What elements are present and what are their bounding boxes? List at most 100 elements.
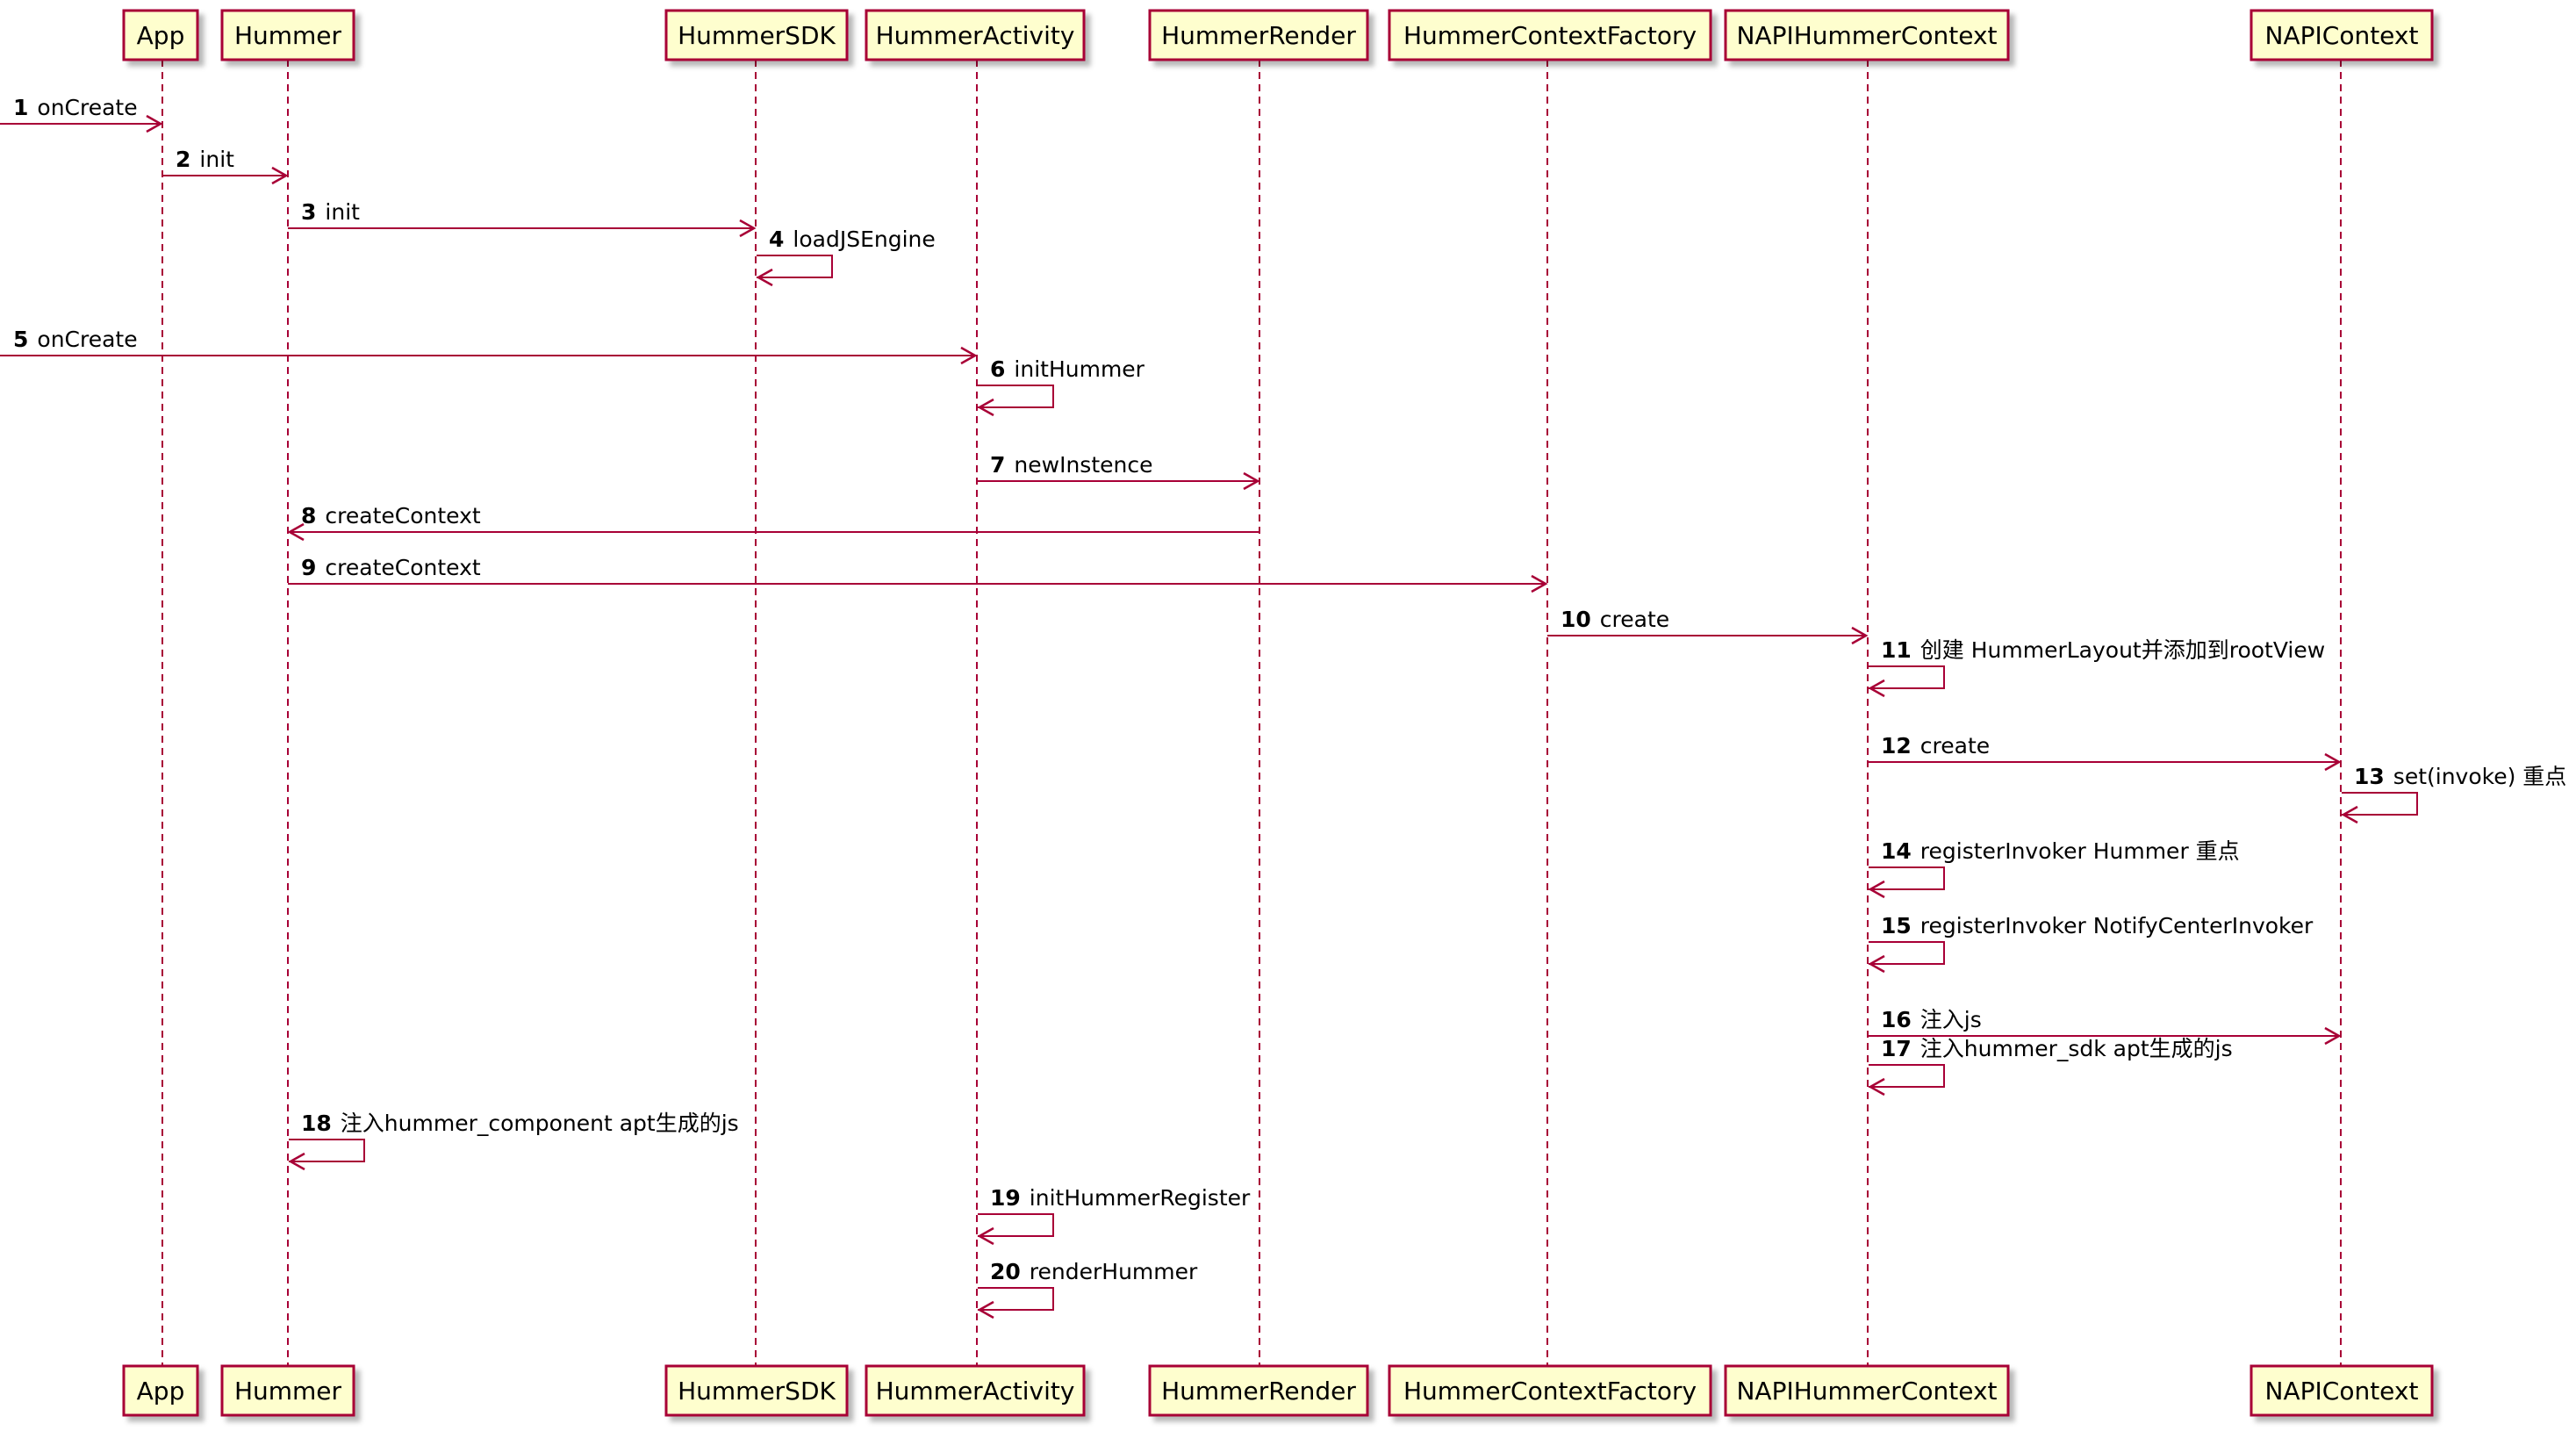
arrow-head (2324, 1026, 2342, 1046)
self-message-line (978, 1287, 1054, 1311)
message-text: registerInvoker Hummer 重点 (1920, 838, 2240, 864)
participant-box (1388, 1364, 1712, 1417)
message-text: 创建 HummerLayout并添加到rootView (1920, 637, 2325, 663)
message-number: 13 (2354, 764, 2385, 789)
participant-app-top: App (122, 9, 199, 61)
message-16: 16 注入js (1868, 1007, 2342, 1046)
participant-label: HummerActivity (876, 21, 1075, 50)
participant-label: NAPIContext (2265, 21, 2419, 50)
message-18: 18 注入hummer_component apt生成的js (288, 1111, 739, 1171)
arrow-head (1851, 626, 1869, 645)
arrow-head (960, 346, 978, 365)
participant-hummer-bottom: Hummer (220, 1364, 355, 1417)
message-text: registerInvoker NotifyCenterInvoker (1920, 913, 2314, 938)
message-number: 17 (1881, 1036, 1912, 1061)
participant-box (865, 1364, 1086, 1417)
self-message-line (289, 1139, 365, 1162)
participant-hummer-activity-bottom: HummerActivity (865, 1364, 1086, 1417)
participant-napi-hummer-context-top: NAPIHummerContext (1724, 9, 2010, 61)
message-number: 11 (1881, 637, 1912, 663)
self-message-line (1869, 665, 1945, 689)
message-number: 18 (301, 1111, 332, 1136)
message-text: 注入js (1920, 1007, 1982, 1032)
message-label: 18 注入hummer_component apt生成的js (301, 1111, 739, 1136)
arrow-head (1531, 574, 1548, 593)
self-message-line (757, 255, 833, 278)
participant-napi-context-bottom: NAPIContext (2250, 1364, 2434, 1417)
message-number: 16 (1881, 1007, 1912, 1032)
participant-label: Hummer (234, 1377, 342, 1406)
arrow-head (287, 522, 305, 542)
arrow-head (977, 1300, 994, 1319)
participant-label: HummerActivity (876, 1377, 1075, 1406)
message-text: onCreate (37, 95, 137, 120)
message-number: 5 (13, 327, 28, 352)
message-14: 14 registerInvoker Hummer 重点 (1868, 838, 2240, 899)
arrow-head (977, 398, 994, 417)
participant-hummer-render-bottom: HummerRender (1148, 1364, 1369, 1417)
participant-box (1724, 1364, 2010, 1417)
self-message-line (978, 385, 1054, 408)
participant-label: NAPIHummerContext (1736, 1377, 1997, 1406)
message-number: 7 (990, 452, 1005, 478)
participant-box (1148, 9, 1369, 61)
participant-hummer-render-top: HummerRender (1148, 9, 1369, 61)
participant-label: App (137, 21, 185, 50)
message-number: 15 (1881, 913, 1912, 938)
message-number: 9 (301, 555, 316, 580)
participant-label: NAPIContext (2265, 1377, 2419, 1406)
message-label: 5 onCreate (13, 327, 138, 352)
message-number: 4 (769, 226, 784, 252)
participant-label: HummerContextFactory (1403, 1377, 1697, 1406)
message-label: 16 注入js (1881, 1007, 1982, 1032)
message-9: 9 createContext (288, 555, 1548, 593)
self-message-line (1869, 866, 1945, 890)
message-number: 19 (990, 1185, 1021, 1211)
message-number: 2 (176, 147, 190, 172)
arrow-head (977, 1226, 994, 1246)
message-label: 9 createContext (301, 555, 481, 580)
participant-label: HummerSDK (678, 21, 836, 50)
message-text: createContext (325, 555, 480, 580)
arrow-head (2324, 752, 2342, 772)
arrow-head (2341, 805, 2358, 824)
participant-box (1724, 9, 2010, 61)
arrow-head (1868, 954, 1885, 974)
message-text: renderHummer (1030, 1259, 1198, 1284)
message-label: 19 initHummerRegister (990, 1185, 1251, 1211)
participant-hummer-context-factory-bottom: HummerContextFactory (1388, 1364, 1712, 1417)
arrow-head (1243, 471, 1260, 491)
arrow-head (271, 166, 289, 185)
participant-box (2250, 1364, 2434, 1417)
message-text: loadJSEngine (793, 226, 935, 252)
message-19: 19 initHummerRegister (977, 1185, 1251, 1246)
participant-hummer-sdk-top: HummerSDK (664, 9, 849, 61)
message-text: onCreate (37, 327, 137, 352)
message-label: 4 loadJSEngine (769, 226, 936, 252)
message-text: createContext (325, 503, 480, 528)
message-text: 注入hummer_component apt生成的js (341, 1111, 739, 1136)
participant-label: HummerContextFactory (1403, 21, 1697, 50)
participant-label: Hummer (234, 21, 342, 50)
message-text: initHummerRegister (1030, 1185, 1251, 1211)
message-number: 14 (1881, 838, 1912, 864)
message-number: 6 (990, 356, 1005, 382)
participant-hummer-context-factory-top: HummerContextFactory (1388, 9, 1712, 61)
participant-box (220, 9, 355, 61)
arrow-head (756, 268, 773, 287)
participant-box (122, 1364, 199, 1417)
message-text: initHummer (1014, 356, 1144, 382)
